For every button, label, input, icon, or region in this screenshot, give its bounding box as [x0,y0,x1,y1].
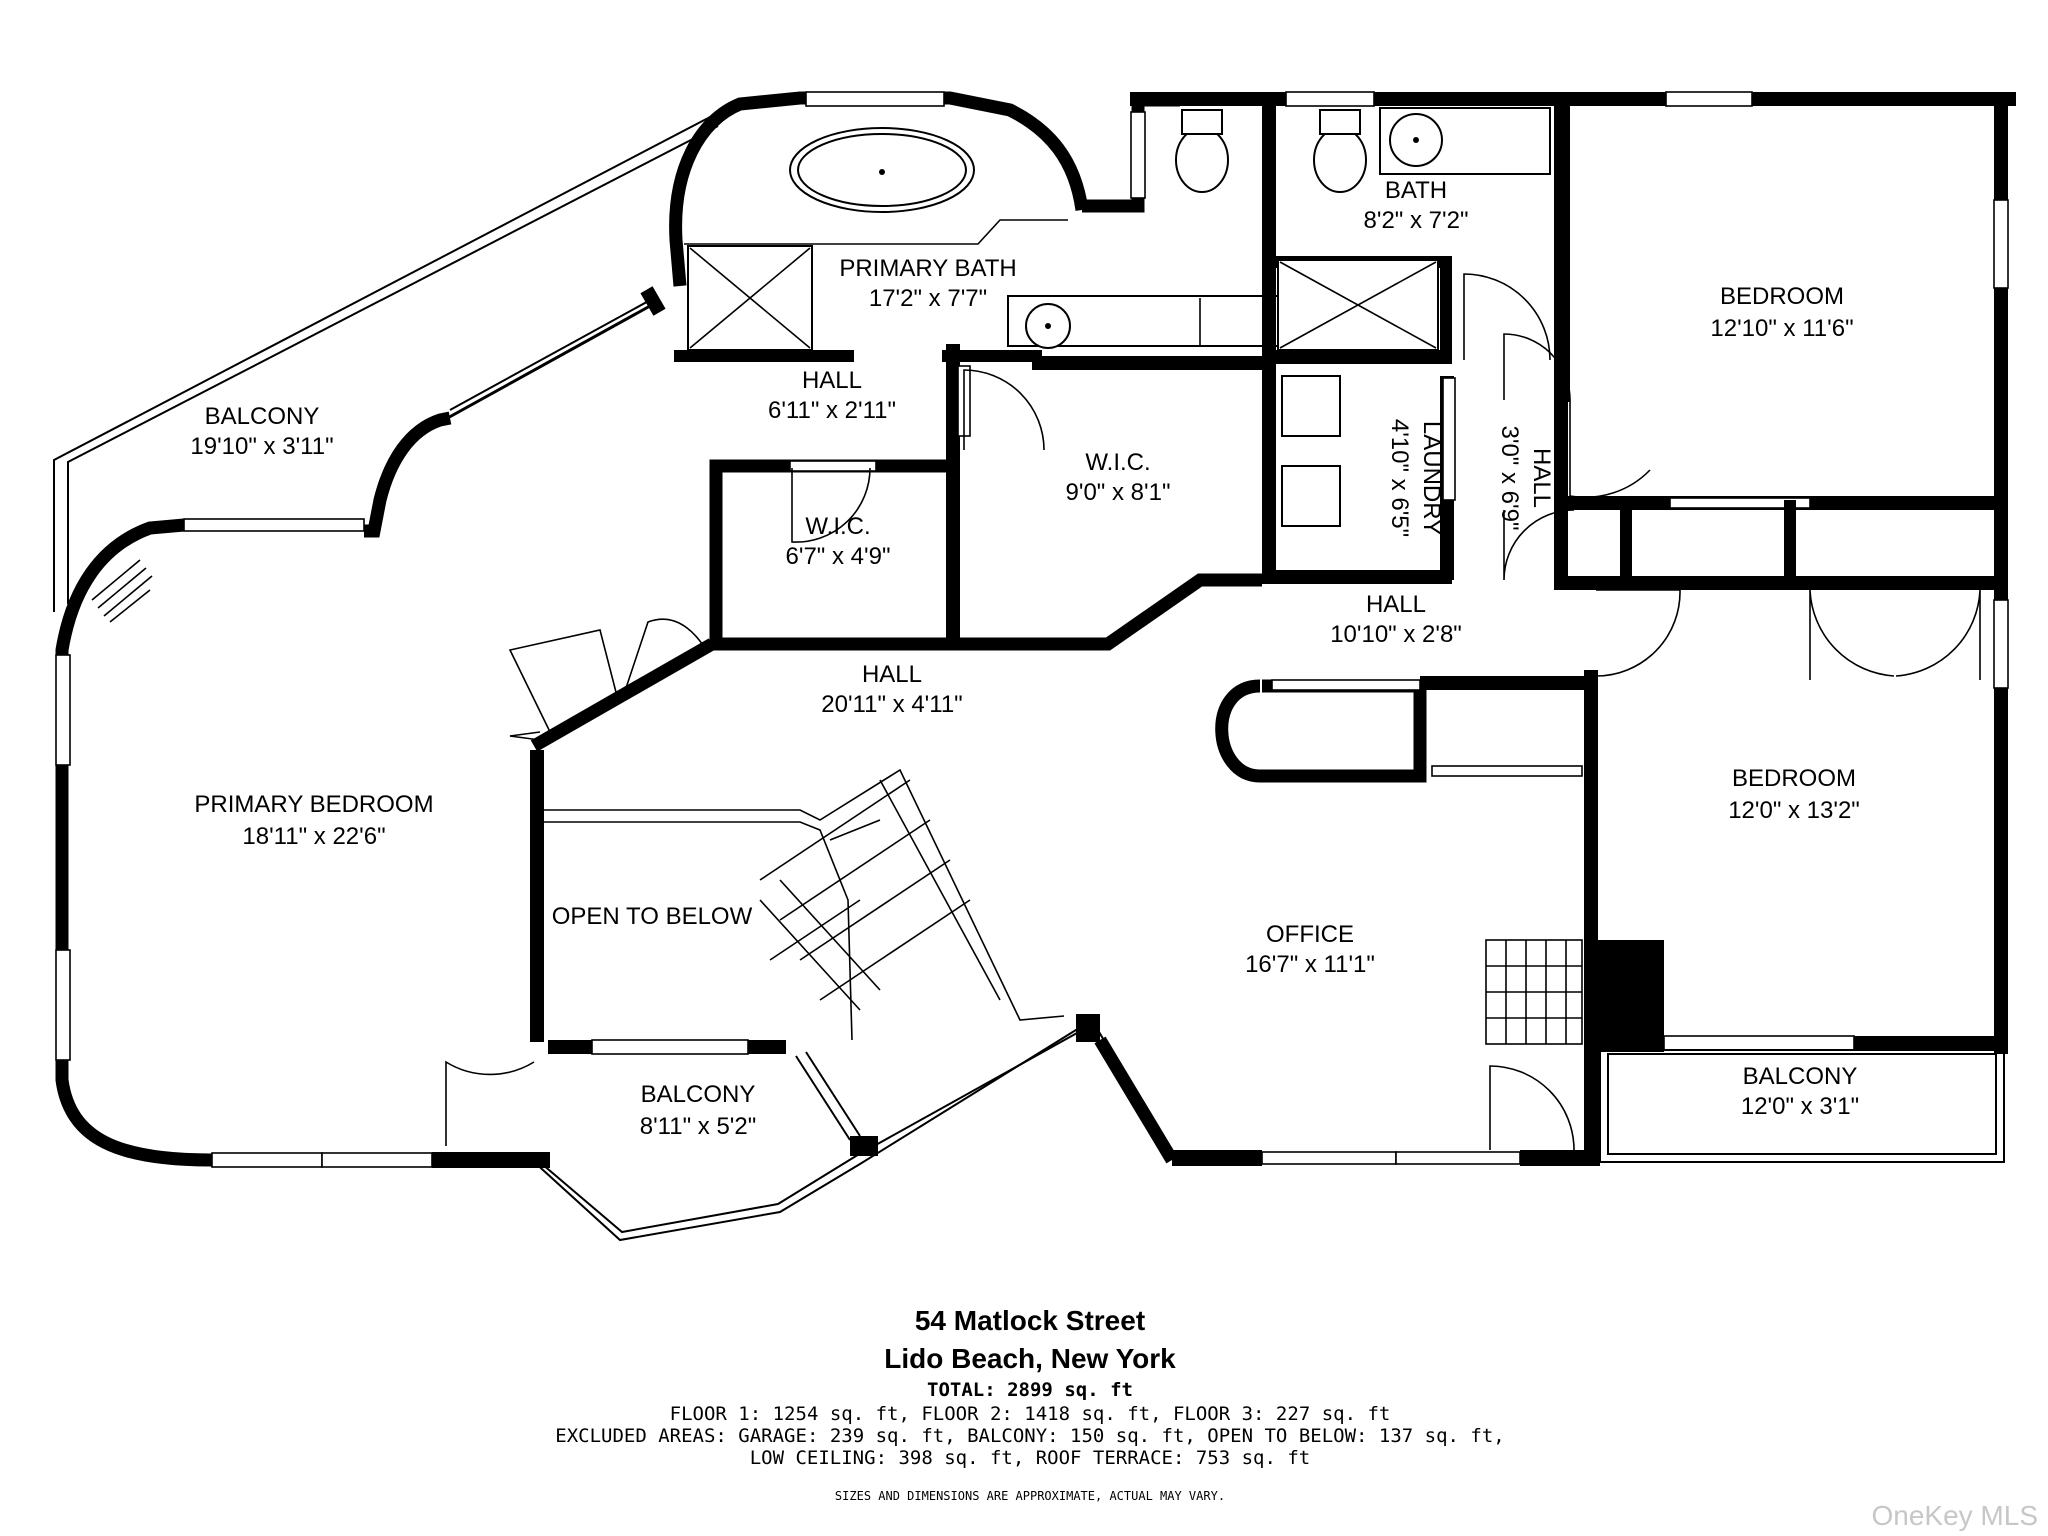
room-dims: 19'10" x 3'11" [190,433,333,460]
room-dims: 3'0" x 6'9" [1496,426,1523,531]
address-street: 54 Matlock Street [915,1305,1145,1336]
room-dims: 12'0" x 13'2" [1728,797,1860,824]
balcony-outline-southeast [1599,1049,2005,1163]
stairs [544,768,1065,1041]
plan-footer: 54 Matlock Street Lido Beach, New York T… [555,1305,1504,1503]
room-labels: PRIMARY BATH 17'2" x 7'7" BATH 8'2" x 7'… [190,177,1859,1140]
room-name: W.I.C. [1085,449,1150,476]
room-dims: 20'11" x 4'11" [821,691,962,718]
room-name: PRIMARY BEDROOM [194,791,433,818]
room-name: HALL [1366,591,1426,618]
room-dims: 9'0" x 8'1" [1066,479,1171,506]
hall-walls [508,344,1270,1042]
open-to-below-label: OPEN TO BELOW [552,903,753,930]
room-dims: 18'11" x 22'6" [242,823,385,850]
room-name: BEDROOM [1732,765,1856,792]
toilet-icon [1175,127,1229,193]
laundry-walls [1262,333,1575,584]
room-name: BALCONY [205,403,320,430]
room-dims: 12'0" x 3'1" [1741,1093,1859,1120]
balcony-center [445,1014,1173,1242]
washer-icon [1281,375,1341,437]
room-dims: 12'10" x 11'6" [1710,315,1853,342]
room-name: BATH [1385,177,1447,204]
room-dims: 10'10" x 2'8" [1330,621,1462,648]
bedroom-walls [1554,96,2009,1164]
primary-bedroom-outer-wall [55,286,666,1168]
room-name: BALCONY [1743,1063,1858,1090]
office-walls [1094,676,1600,1166]
room-name: BEDROOM [1720,283,1844,310]
room-name: HALL [1528,448,1555,508]
room-dims: 16'7" x 11'1" [1245,951,1375,978]
room-dims: 8'2" x 7'2" [1364,207,1469,234]
excluded-areas-line-1: EXCLUDED AREAS: GARAGE: 239 sq. ft, BALC… [555,1425,1504,1447]
room-name: OFFICE [1266,921,1354,948]
room-dims: 8'11" x 5'2" [640,1113,757,1140]
room-name: HALL [862,661,922,688]
room-name: LAUNDRY [1418,421,1445,535]
room-name: W.I.C. [805,513,870,540]
watermark-text: OneKey MLS [1871,1500,2038,1531]
room-name: BALCONY [641,1081,756,1108]
room-dims: 17'2" x 7'7" [869,285,987,312]
room-name: PRIMARY BATH [839,255,1016,282]
room-name: HALL [802,367,862,394]
toilet-icon [1313,127,1367,193]
room-dims: 6'11" x 2'11" [768,397,896,424]
disclaimer: SIZES AND DIMENSIONS ARE APPROXIMATE, AC… [835,1489,1225,1503]
room-dims: 4'10" x 6'5" [1386,419,1413,537]
excluded-areas-line-2: LOW CEILING: 398 sq. ft, ROOF TERRACE: 7… [750,1447,1311,1469]
total-area: TOTAL: 2899 sq. ft [927,1379,1133,1401]
bath-walls [1130,91,2016,580]
floor-areas: FLOOR 1: 1254 sq. ft, FLOOR 2: 1418 sq. … [670,1403,1391,1425]
bay-window-hatch [91,559,153,623]
dryer-icon [1281,465,1341,527]
room-dims: 6'7" x 4'9" [786,543,891,570]
balcony-outline-northwest [53,115,719,612]
address-city: Lido Beach, New York [884,1343,1176,1374]
